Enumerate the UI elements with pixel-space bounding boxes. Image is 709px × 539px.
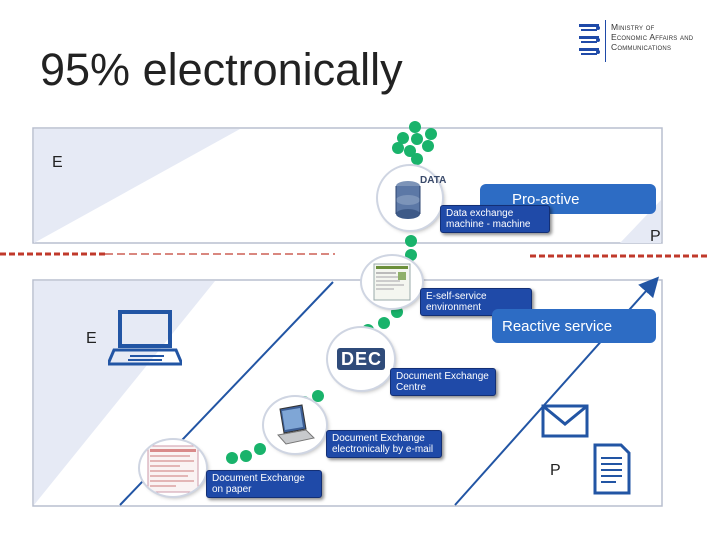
flow-dot (226, 452, 238, 464)
dec-logo-icon: DEC (328, 328, 394, 390)
envelope-icon (541, 404, 589, 438)
logo-divider (605, 20, 606, 62)
flow-dot (378, 317, 390, 329)
flow-dot (411, 153, 423, 165)
email-exchange-label: Document Exchange electronically by e-ma… (326, 430, 442, 458)
flow-dot (405, 235, 417, 247)
paper-exchange-label: Document Exchange on paper (206, 470, 322, 498)
paper-document-photo-icon (140, 440, 206, 496)
web-page-thumbnail-icon (373, 263, 411, 301)
top-p-label: P (650, 228, 661, 245)
ministry-logo: Ministry of Economic Affairs and Communi… (576, 20, 706, 70)
ministry-line-1: Ministry of (611, 22, 655, 32)
proactive-banner-text: Pro-active (512, 191, 580, 208)
document-exchange-centre-label: Document Exchange Centre (390, 368, 496, 396)
flow-dot (422, 140, 434, 152)
data-exchange-label: Data exchange machine - machine (440, 205, 550, 233)
flow-dot (405, 249, 417, 261)
reactive-banner-text: Reactive service (502, 318, 613, 335)
bottom-e-label: E (86, 330, 97, 347)
data-icon-text: DATA (420, 175, 447, 186)
flow-dot (411, 133, 423, 145)
ministry-line-2: Economic Affairs and (611, 32, 694, 42)
laptop-photo-icon (264, 397, 326, 453)
flow-dot (397, 132, 409, 144)
top-panel-triangle-left (34, 129, 240, 243)
flow-dot (312, 390, 324, 402)
dec-logo-badge (337, 348, 385, 370)
flow-dot (391, 306, 403, 318)
database-icon (378, 166, 442, 230)
document-icon (593, 443, 631, 495)
bottom-p-label: P (550, 462, 561, 479)
laptop-icon (277, 404, 316, 445)
page-title: 95% electronically (40, 44, 403, 95)
reactive-banner: Reactive service (492, 309, 656, 343)
flow-dot (254, 443, 266, 455)
flow-dot (240, 450, 252, 462)
laptop-outline-icon (108, 310, 182, 366)
ministry-name: Ministry of Economic Affairs and Communi… (611, 22, 693, 52)
dec-logo-text: DEC (341, 349, 383, 369)
flow-dot (425, 128, 437, 140)
self-service-screen-icon (362, 256, 422, 308)
paper-form-icon (147, 445, 199, 493)
database-cylinder-icon (395, 181, 421, 219)
flow-dot (392, 142, 404, 154)
flow-dot (409, 121, 421, 133)
top-e-label: E (52, 154, 63, 171)
coat-of-arms-icon (576, 20, 602, 62)
ministry-line-3: Communications (611, 42, 672, 52)
